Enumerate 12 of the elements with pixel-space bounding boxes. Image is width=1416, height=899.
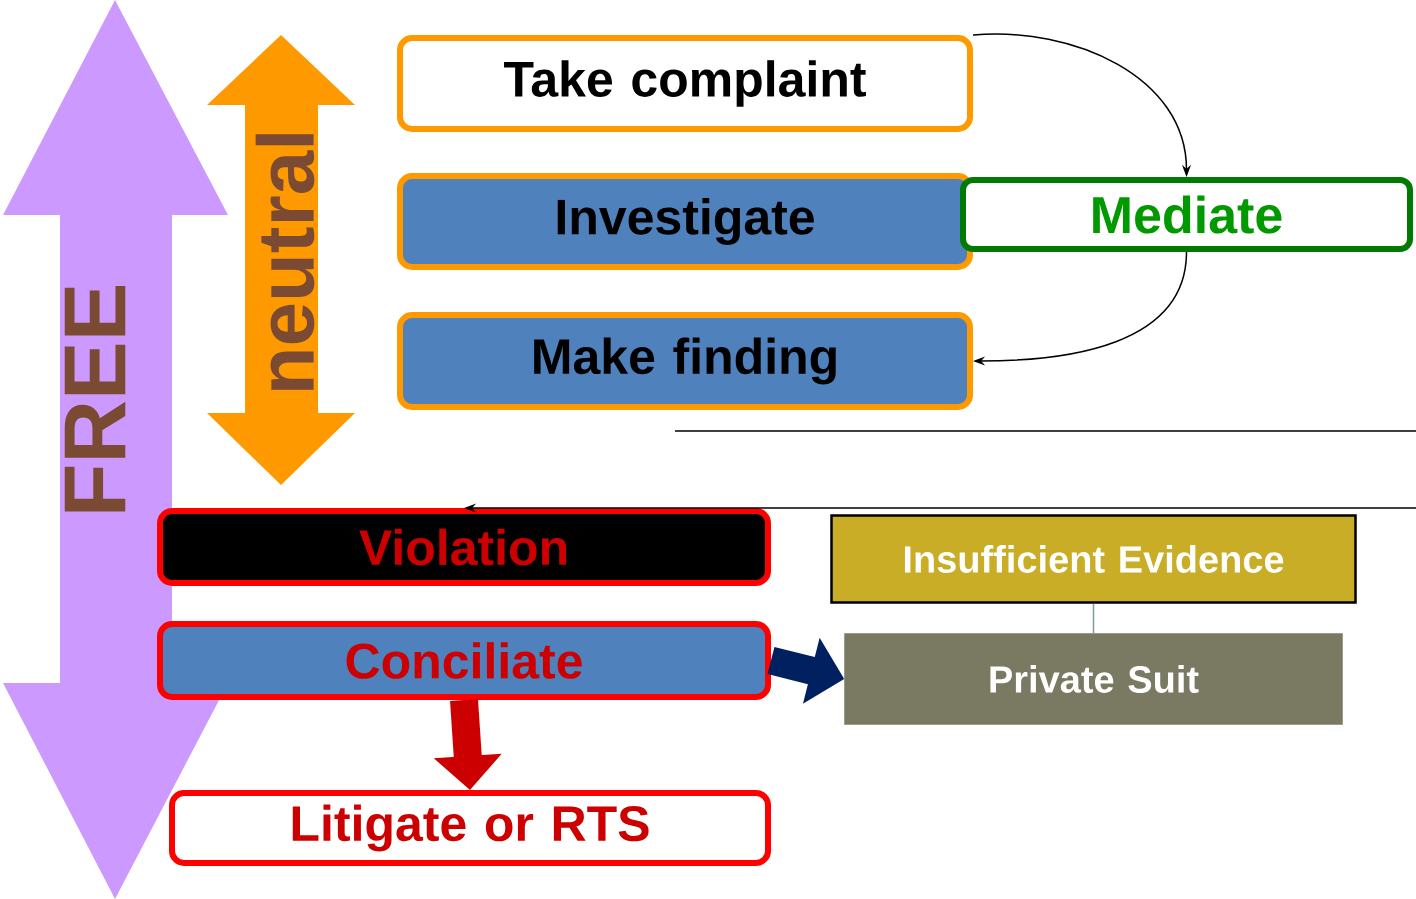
process-box: Take complaint — [397, 35, 973, 132]
process-box: Litigate or RTS — [169, 790, 771, 866]
vertical-label: neutral — [255, 134, 315, 391]
process-box: Violation — [157, 508, 771, 586]
process-box: Investigate — [397, 173, 973, 270]
connector-line — [1092, 603, 1095, 634]
process-box: Private Suit — [844, 633, 1343, 725]
process-box: Make finding — [397, 312, 973, 410]
process-box: Insufficient Evidence — [830, 514, 1357, 604]
vertical-label: FREE — [64, 286, 126, 512]
process-box: Conciliate — [157, 621, 771, 700]
process-box: Mediate — [960, 177, 1413, 252]
